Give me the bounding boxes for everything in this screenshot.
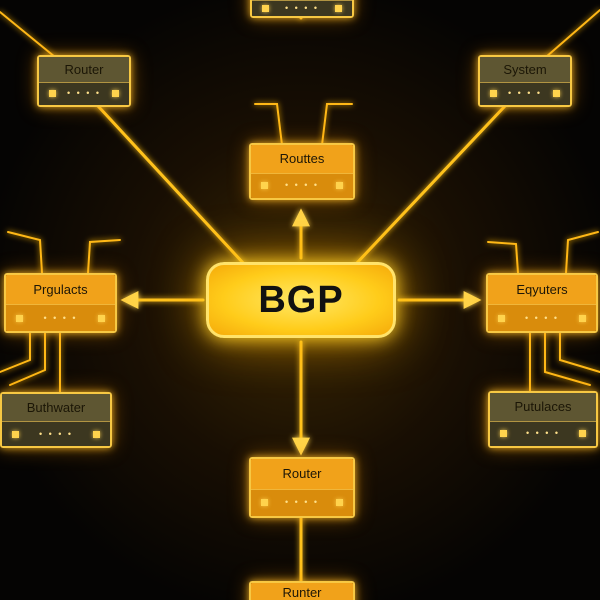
- led-dots-icon: • • • •: [525, 428, 561, 439]
- port-icon: [97, 314, 105, 322]
- port-icon: [498, 314, 505, 322]
- port-icon: [334, 4, 342, 12]
- port-icon: [261, 499, 268, 507]
- antenna-icon: [87, 239, 121, 274]
- router-node-bottom-center: Router • • • •: [249, 457, 355, 518]
- port-icon: [262, 4, 269, 12]
- led-dots-icon: • • • •: [507, 88, 543, 99]
- router-label: Putulaces: [490, 393, 596, 421]
- router-label: Router: [39, 57, 129, 82]
- port-icon: [261, 182, 268, 190]
- port-icon: [335, 499, 343, 507]
- cable-line: [544, 332, 591, 386]
- antenna-icon: [487, 241, 519, 274]
- port-icon: [578, 430, 586, 438]
- hub-label: BGP: [258, 278, 344, 321]
- led-dots-icon: • • • •: [524, 312, 560, 323]
- router-node-routtes: Routtes • • • •: [249, 143, 355, 200]
- router-node-system: System • • • •: [478, 55, 572, 107]
- port-icon: [335, 182, 343, 190]
- router-top-partial: • • • •: [250, 0, 354, 18]
- router-node-prgulacts: Prgulacts • • • •: [4, 273, 117, 333]
- port-icon: [490, 90, 497, 98]
- antenna-icon: [321, 103, 353, 146]
- led-dots-icon: • • • •: [43, 312, 78, 323]
- port-icon: [552, 90, 560, 98]
- cable-line: [559, 332, 600, 373]
- router-node-top-left: Router • • • •: [37, 55, 131, 107]
- antenna-icon: [545, 9, 600, 58]
- port-icon: [578, 314, 586, 322]
- router-label: Router: [251, 459, 353, 489]
- port-icon: [16, 314, 23, 322]
- led-dots-icon: • • • •: [66, 88, 102, 99]
- router-node-putulaces: Putulaces • • • •: [488, 391, 598, 448]
- led-dots-icon: • • • •: [284, 497, 320, 508]
- antenna-icon: [7, 231, 43, 274]
- router-label: Runter: [251, 583, 353, 600]
- router-node-eqyuters: Eqyuters • • • •: [486, 273, 598, 333]
- link-hub-router-top-left: [96, 104, 247, 267]
- router-label: System: [480, 57, 570, 82]
- router-label: Prgulacts: [6, 275, 115, 305]
- antenna-icon: [565, 231, 599, 274]
- led-dots-icon: • • • •: [284, 2, 320, 13]
- port-icon: [92, 430, 100, 438]
- router-label: Eqyuters: [488, 275, 596, 305]
- router-label: Routtes: [251, 145, 353, 173]
- router-node-buthwater: Buthwater • • • •: [0, 392, 112, 448]
- router-label: Buthwater: [2, 394, 110, 422]
- port-icon: [500, 430, 507, 438]
- link-hub-system-top-right: [353, 104, 507, 267]
- port-icon: [49, 90, 56, 98]
- cable-line: [0, 332, 31, 373]
- antenna-icon: [0, 11, 56, 58]
- led-dots-icon: • • • •: [38, 428, 74, 439]
- bgp-hub-node: BGP: [206, 262, 396, 338]
- router-node-runter: Runter: [249, 581, 355, 600]
- port-icon: [111, 90, 119, 98]
- led-dots-icon: • • • •: [284, 180, 320, 191]
- port-icon: [12, 430, 19, 438]
- antenna-icon: [254, 103, 283, 146]
- cable-line: [9, 332, 46, 386]
